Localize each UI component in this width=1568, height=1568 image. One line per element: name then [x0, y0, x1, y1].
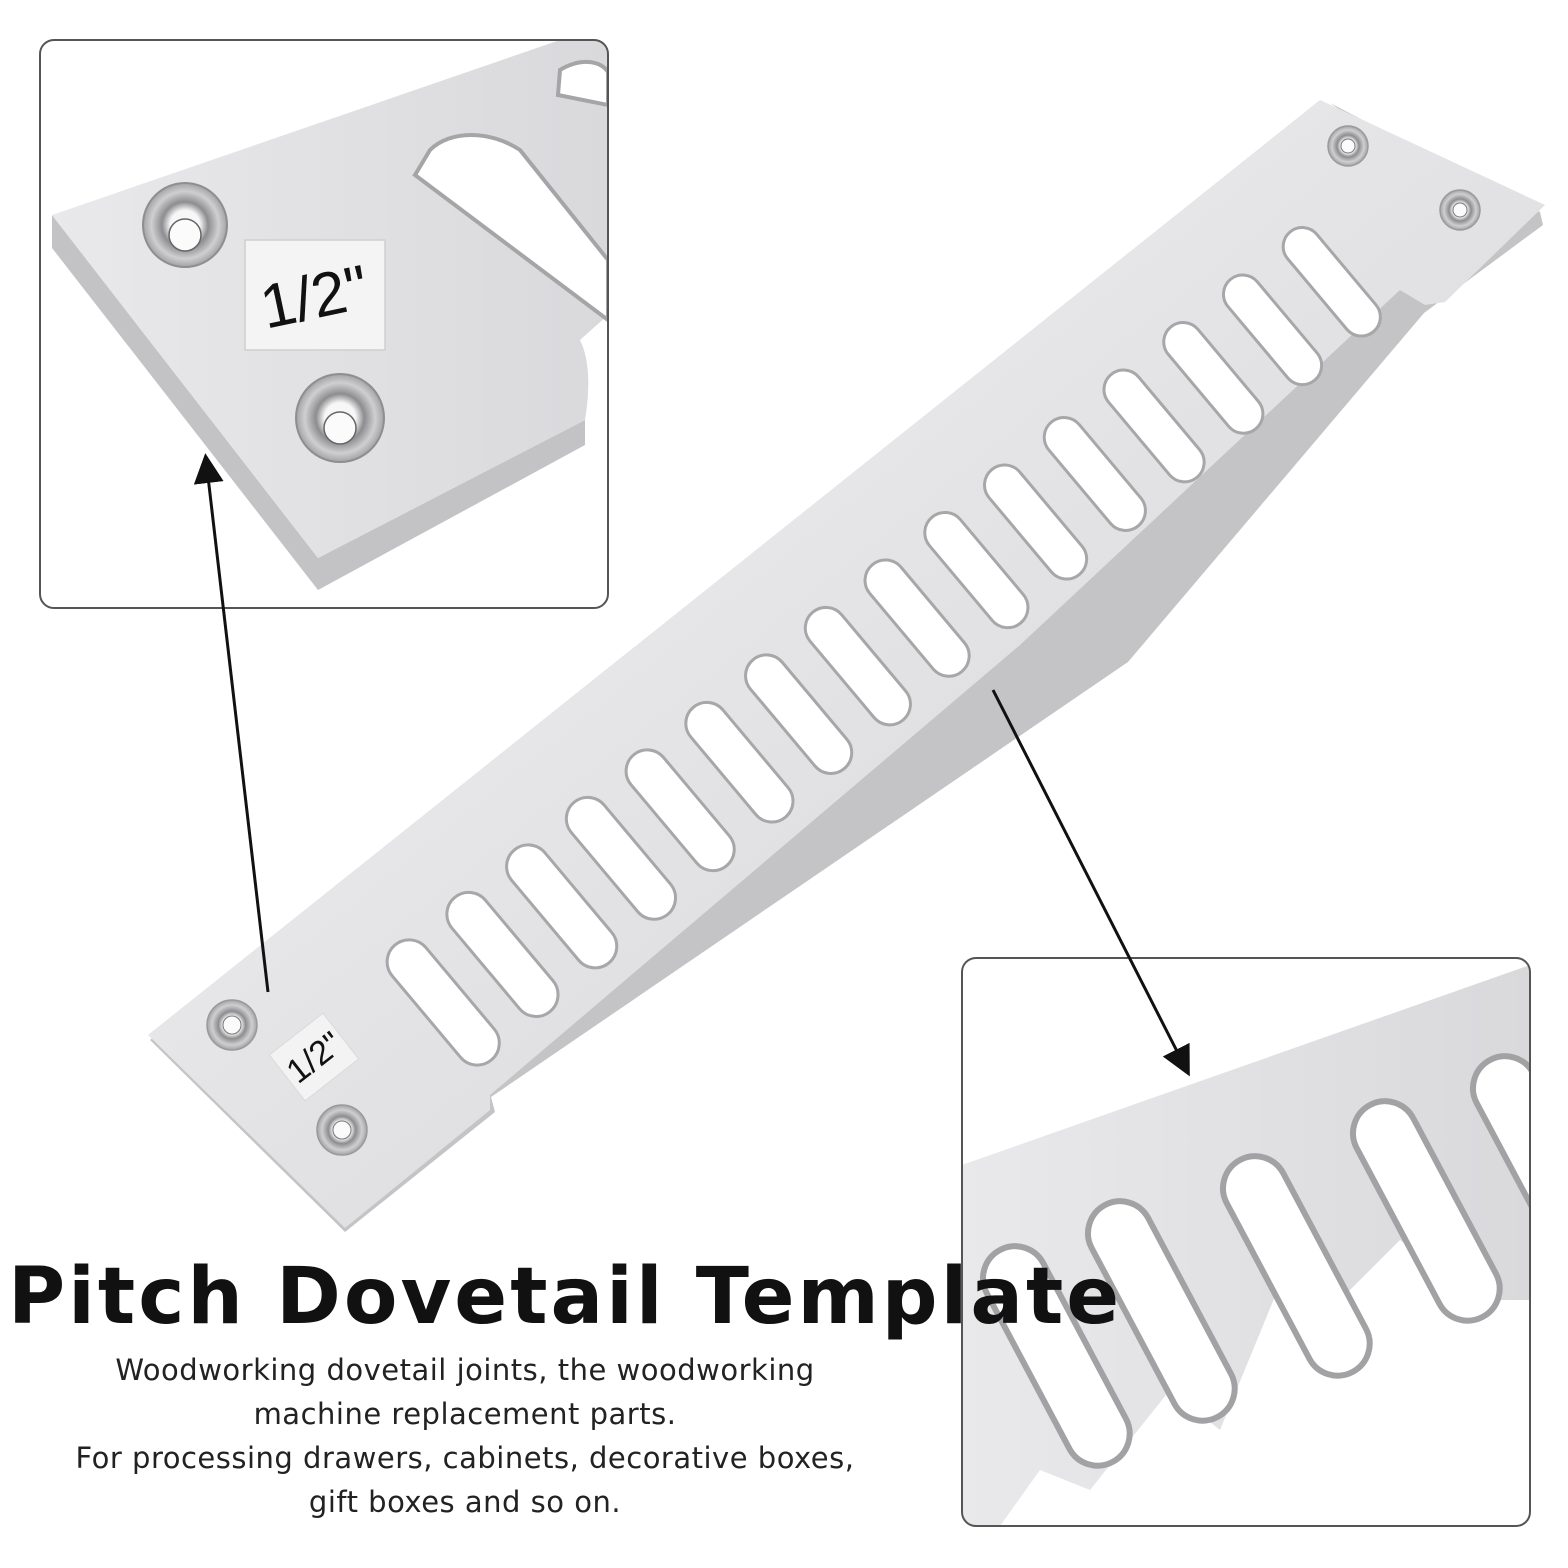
finger-slot	[983, 463, 1089, 581]
countersunk-hole	[1439, 189, 1481, 231]
finger-slot	[624, 748, 736, 873]
zoom-callout-frame	[39, 39, 609, 609]
countersunk-hole	[206, 999, 258, 1051]
product-title: Pitch Dovetail Template	[8, 1252, 1123, 1342]
zoomed-finger-slot	[1220, 1153, 1373, 1379]
pointer-arrow-right	[991, 689, 1190, 1077]
zoomed-finger-slot	[980, 1243, 1133, 1469]
finger-slot	[803, 605, 912, 727]
description-line: Woodworking dovetail joints, the woodwor…	[115, 1353, 815, 1387]
finger-slot	[863, 558, 971, 678]
description-line: For processing drawers, cabinets, decora…	[75, 1441, 855, 1475]
finger-slot	[684, 700, 795, 824]
zoomed-finger-slot	[1350, 1098, 1503, 1324]
zoom-callout-frame	[961, 957, 1531, 1527]
finger-slot	[923, 510, 1030, 630]
zoom-callout-slots	[961, 957, 1531, 1527]
countersunk-hole	[1327, 125, 1369, 167]
description-line: machine replacement parts.	[253, 1397, 677, 1431]
finger-slot	[505, 843, 619, 970]
finger-slot	[1281, 226, 1382, 338]
finger-slots	[385, 226, 1382, 1067]
product-description: Woodworking dovetail joints, the woodwor…	[40, 1348, 890, 1524]
pointer-arrow-left	[193, 453, 270, 993]
zoomed-finger-slot	[1085, 1198, 1238, 1424]
finger-slot	[1042, 416, 1147, 532]
countersunk-hole	[316, 1104, 368, 1156]
finger-slot	[564, 795, 677, 921]
zoom-callout-mark: 1/2"	[39, 39, 609, 609]
finger-slot	[1162, 321, 1265, 435]
finger-slot	[744, 653, 854, 775]
description-line: gift boxes and so on.	[308, 1485, 622, 1519]
dovetail-template-plate: 1/2"	[148, 100, 1545, 1232]
finger-slot	[1221, 273, 1324, 387]
finger-slot	[445, 890, 560, 1018]
finger-slot	[1102, 368, 1206, 484]
finger-slot	[385, 938, 501, 1067]
zoomed-finger-slot	[1470, 1053, 1530, 1279]
